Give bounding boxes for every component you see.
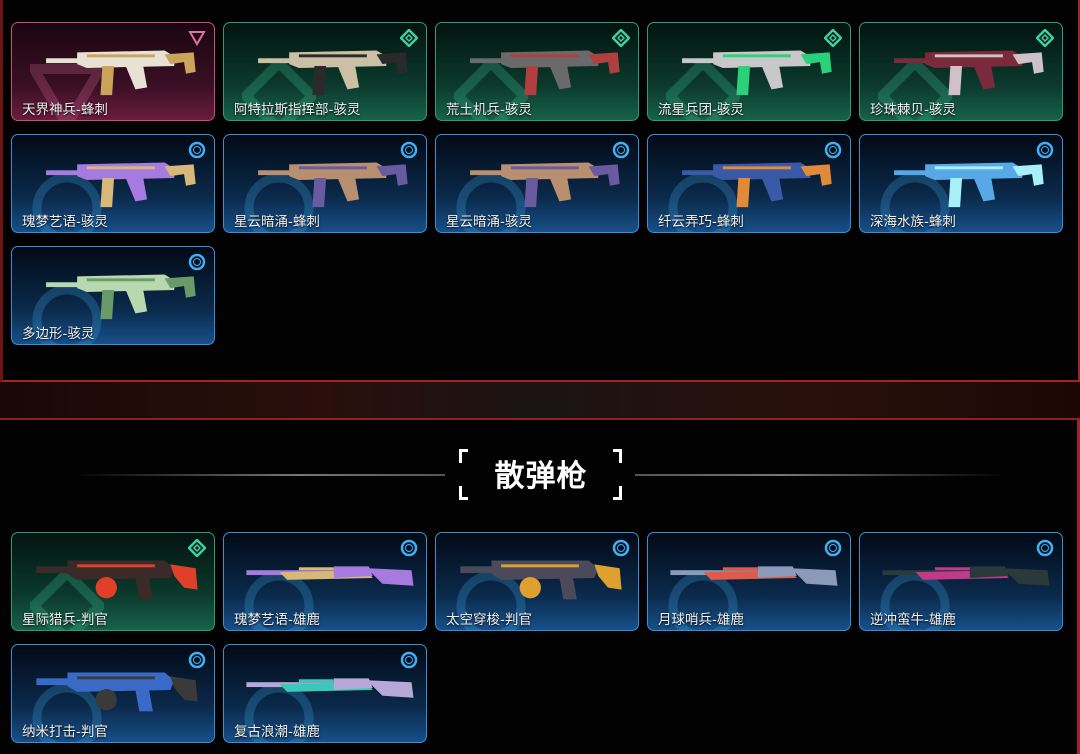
skin-name: 荒土机兵-骇灵	[446, 102, 532, 118]
skin-card[interactable]: 荒土机兵-骇灵	[435, 22, 639, 121]
skin-card[interactable]: 珍珠棘贝-骇灵	[859, 22, 1063, 121]
section-title-shotguns: 散弹枪	[494, 459, 588, 494]
skin-name: 星际猎兵-判官	[22, 612, 108, 628]
skin-name: 逆冲蛮牛-雄鹿	[870, 612, 956, 628]
tier-watermark-icon	[244, 571, 314, 630]
blue-tier-icon	[824, 141, 842, 159]
skin-card[interactable]: 阿特拉斯指挥部-骇灵	[223, 22, 427, 121]
skin-name: 深海水族-蜂刺	[870, 214, 956, 230]
weapon-image	[36, 560, 198, 600]
weapon-image	[682, 50, 832, 96]
weapon-image	[894, 50, 1044, 96]
tier-watermark-icon	[454, 59, 528, 120]
weapon-image	[246, 566, 414, 586]
weapon-image	[246, 678, 414, 698]
green-tier-icon	[188, 539, 206, 557]
skin-name: 月球哨兵-雄鹿	[658, 612, 744, 628]
skin-name: 流星兵团-骇灵	[658, 102, 744, 118]
blue-tier-icon	[1036, 141, 1054, 159]
tier-watermark-icon	[880, 571, 950, 630]
weapon-image	[670, 566, 838, 586]
blue-tier-icon	[188, 141, 206, 159]
tier-watermark-icon	[668, 173, 738, 232]
skin-name: 星云暗涌-骇灵	[446, 214, 532, 230]
tier-watermark-icon	[456, 571, 526, 630]
title-divider-left	[75, 474, 445, 476]
weapon-image	[258, 50, 408, 96]
tier-watermark-icon	[668, 571, 738, 630]
weapon-image	[46, 162, 196, 208]
skin-name: 多边形-骇灵	[22, 326, 95, 342]
tier-watermark-icon	[456, 173, 526, 232]
green-tier-icon	[824, 29, 842, 47]
weapon-image	[470, 162, 620, 208]
bracket-icon	[613, 449, 622, 463]
tier-watermark-icon	[30, 64, 104, 120]
weapon-image	[682, 162, 832, 208]
tier-watermark-icon	[880, 173, 950, 232]
skin-name: 纤云弄巧-蜂刺	[658, 214, 744, 230]
skin-card[interactable]: 纤云弄巧-蜂刺	[647, 134, 851, 233]
skin-name: 珍珠棘贝-骇灵	[870, 102, 956, 118]
skin-name: 复古浪潮-雄鹿	[234, 724, 320, 740]
tier-watermark-icon	[666, 59, 740, 120]
title-divider-right	[635, 474, 1005, 476]
skin-name: 太空穿梭-判官	[446, 612, 532, 628]
blue-tier-icon	[612, 539, 630, 557]
tier-watermark-icon	[242, 59, 316, 120]
skin-card[interactable]: 流星兵团-骇灵	[647, 22, 851, 121]
weapon-image	[470, 50, 620, 96]
skin-card[interactable]: 天界神兵-蜂刺	[11, 22, 215, 121]
skin-card[interactable]: 月球哨兵-雄鹿	[647, 532, 851, 631]
skin-card[interactable]: 太空穿梭-判官	[435, 532, 639, 631]
skin-card[interactable]: 多边形-骇灵	[11, 246, 215, 345]
blue-tier-icon	[188, 253, 206, 271]
tier-watermark-icon	[30, 569, 104, 630]
green-tier-icon	[400, 29, 418, 47]
skin-card[interactable]: 瑰梦艺语-骇灵	[11, 134, 215, 233]
tier-watermark-icon	[32, 285, 102, 344]
weapon-image	[258, 162, 408, 208]
skin-name: 瑰梦艺语-骇灵	[22, 214, 108, 230]
skin-name: 天界神兵-蜂刺	[22, 102, 108, 118]
skin-card[interactable]: 星云暗涌-骇灵	[435, 134, 639, 233]
blue-tier-icon	[400, 539, 418, 557]
skin-card[interactable]: 纳米打击-判官	[11, 644, 215, 743]
skin-card[interactable]: 星云暗涌-蜂刺	[223, 134, 427, 233]
skin-card[interactable]: 瑰梦艺语-雄鹿	[223, 532, 427, 631]
weapon-image	[46, 274, 196, 320]
blue-tier-icon	[400, 651, 418, 669]
blue-tier-icon	[188, 651, 206, 669]
green-tier-icon	[612, 29, 630, 47]
skin-card[interactable]: 星际猎兵-判官	[11, 532, 215, 631]
tier-watermark-icon	[244, 683, 314, 742]
tier-watermark-icon	[878, 59, 952, 120]
skin-name: 阿特拉斯指挥部-骇灵	[234, 102, 361, 118]
skin-name: 星云暗涌-蜂刺	[234, 214, 320, 230]
pink-tier-icon	[188, 31, 206, 46]
green-tier-icon	[1036, 29, 1054, 47]
blue-tier-icon	[612, 141, 630, 159]
weapon-image	[894, 162, 1044, 208]
blue-tier-icon	[400, 141, 418, 159]
weapon-image	[46, 50, 196, 96]
blue-tier-icon	[824, 539, 842, 557]
bracket-icon	[613, 486, 622, 500]
blue-tier-icon	[1036, 539, 1054, 557]
section-separator-band	[0, 382, 1080, 420]
skin-card[interactable]: 复古浪潮-雄鹿	[223, 644, 427, 743]
weapon-image	[460, 560, 622, 600]
weapon-image	[882, 566, 1050, 586]
skin-name: 纳米打击-判官	[22, 724, 108, 740]
skin-card[interactable]: 深海水族-蜂刺	[859, 134, 1063, 233]
tier-watermark-icon	[244, 173, 314, 232]
tier-watermark-icon	[32, 173, 102, 232]
bracket-icon	[459, 449, 468, 463]
bracket-icon	[459, 486, 468, 500]
weapon-image	[36, 672, 198, 712]
tier-watermark-icon	[32, 683, 102, 742]
skin-card[interactable]: 逆冲蛮牛-雄鹿	[859, 532, 1063, 631]
skin-name: 瑰梦艺语-雄鹿	[234, 612, 320, 628]
